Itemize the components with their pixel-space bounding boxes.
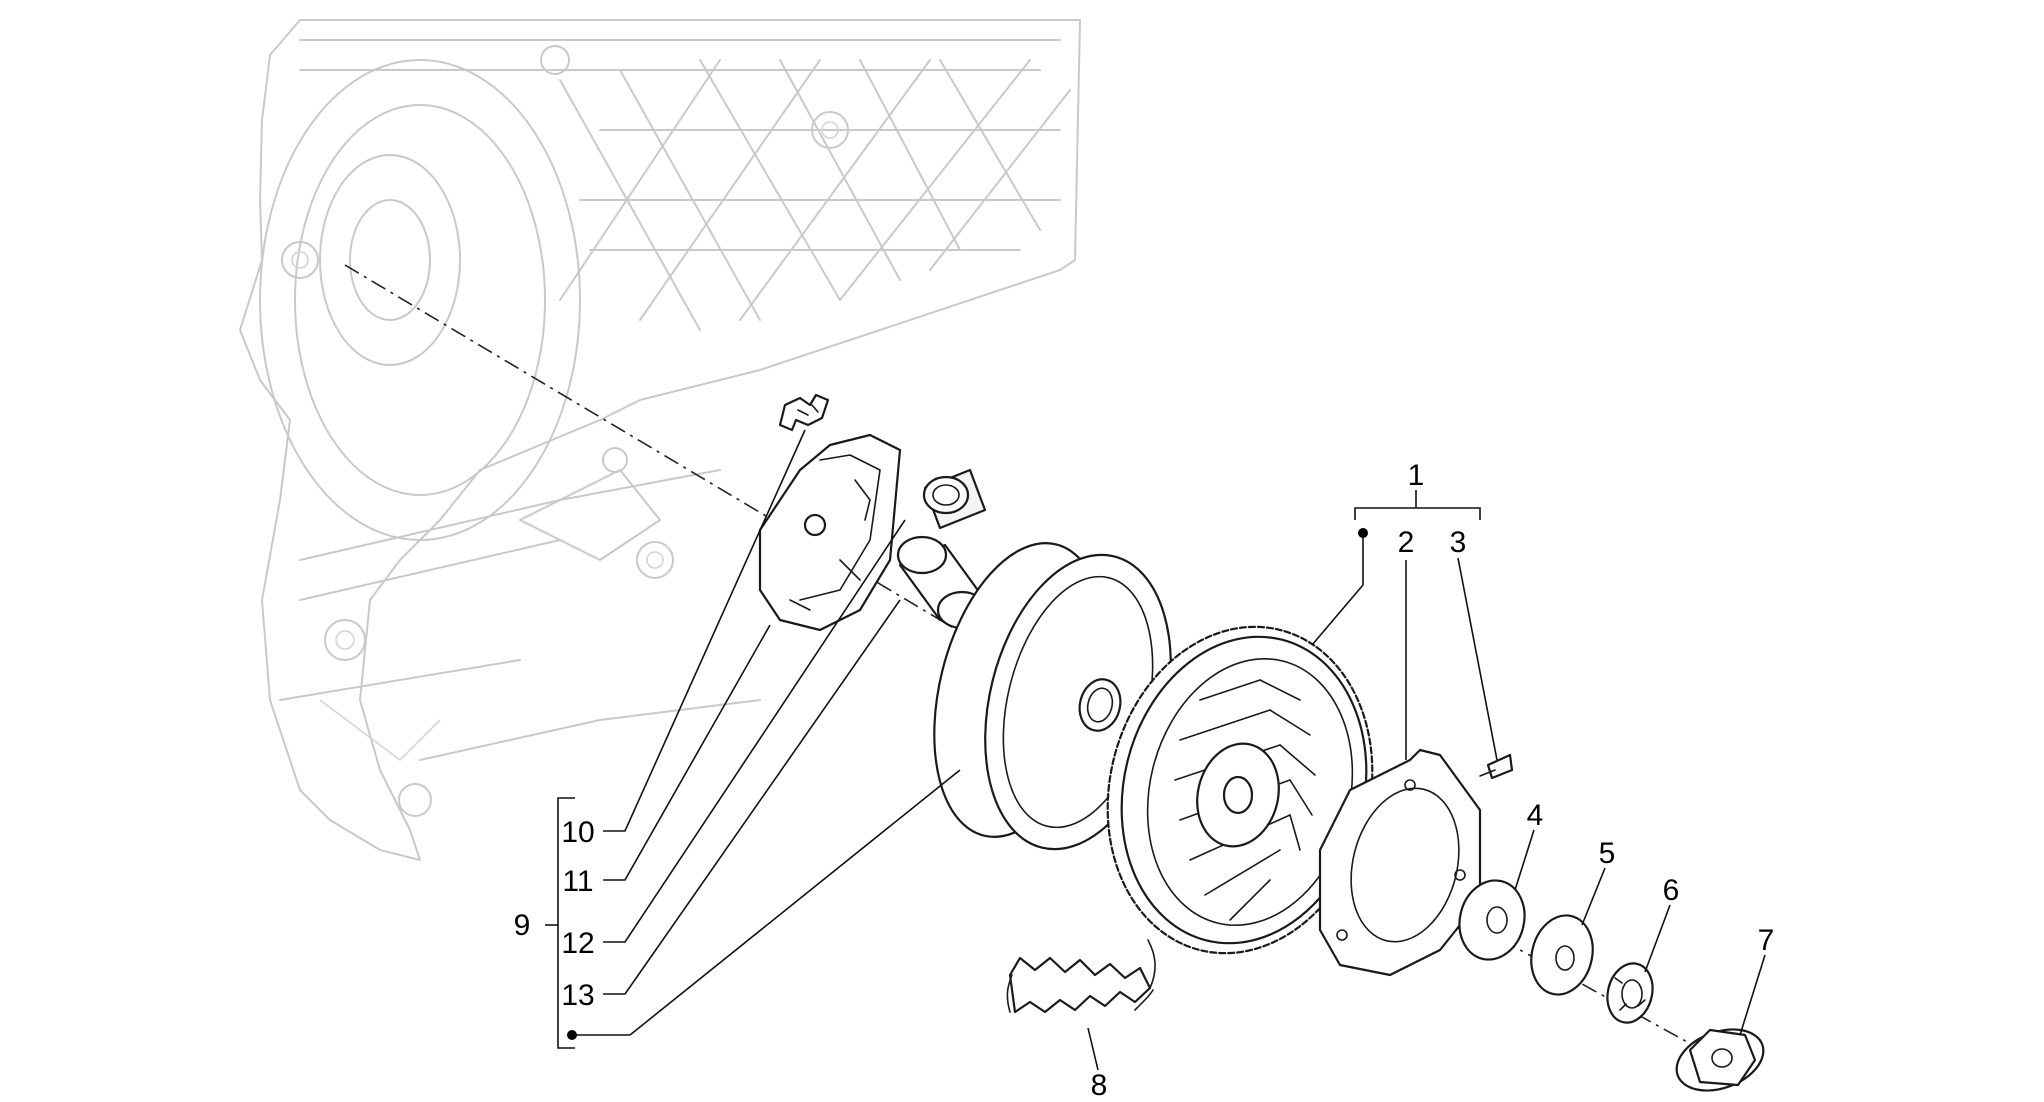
- callout-5: 5: [1599, 837, 1616, 870]
- part-6-lock-washer: [1606, 962, 1654, 1024]
- part-10-clip: [778, 393, 830, 432]
- part-2-plate: [1318, 748, 1482, 977]
- callout-12: 12: [561, 927, 594, 960]
- part-8-drive-belt: [1006, 939, 1156, 1014]
- callout-2: 2: [1398, 526, 1415, 559]
- engine-housing-ghost: [239, 19, 1081, 861]
- callout-8: 8: [1091, 1069, 1108, 1097]
- callout-4: 4: [1527, 799, 1544, 832]
- leader-lines: [545, 429, 1766, 1071]
- callout-1: 1: [1408, 459, 1425, 492]
- callout-9: 9: [514, 909, 531, 942]
- callout-3: 3: [1450, 526, 1467, 559]
- callout-7: 7: [1758, 924, 1775, 957]
- part-4-washer: [1458, 879, 1526, 961]
- part-5-washer: [1530, 914, 1594, 996]
- part-12-bushing: [922, 468, 987, 530]
- part-7-nut: [1675, 1028, 1765, 1092]
- part-11-ramp-plate: [758, 433, 902, 632]
- callout-11: 11: [562, 865, 593, 898]
- callout-10: 10: [561, 816, 594, 849]
- part-3-screw: [1479, 753, 1514, 780]
- callout-6: 6: [1663, 874, 1680, 907]
- callout-13: 13: [561, 979, 594, 1012]
- callout-labels: 1 2 3 4 5 6 7 8 9 10 11 12 13: [514, 459, 1775, 1102]
